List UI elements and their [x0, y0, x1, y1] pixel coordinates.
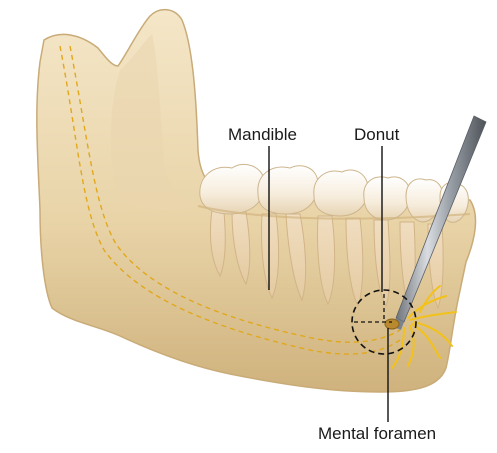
label-mandible: Mandible — [228, 125, 297, 145]
mental-foramen-opening — [385, 319, 399, 329]
label-donut: Donut — [354, 125, 399, 145]
label-mental-foramen: Mental foramen — [318, 424, 436, 444]
